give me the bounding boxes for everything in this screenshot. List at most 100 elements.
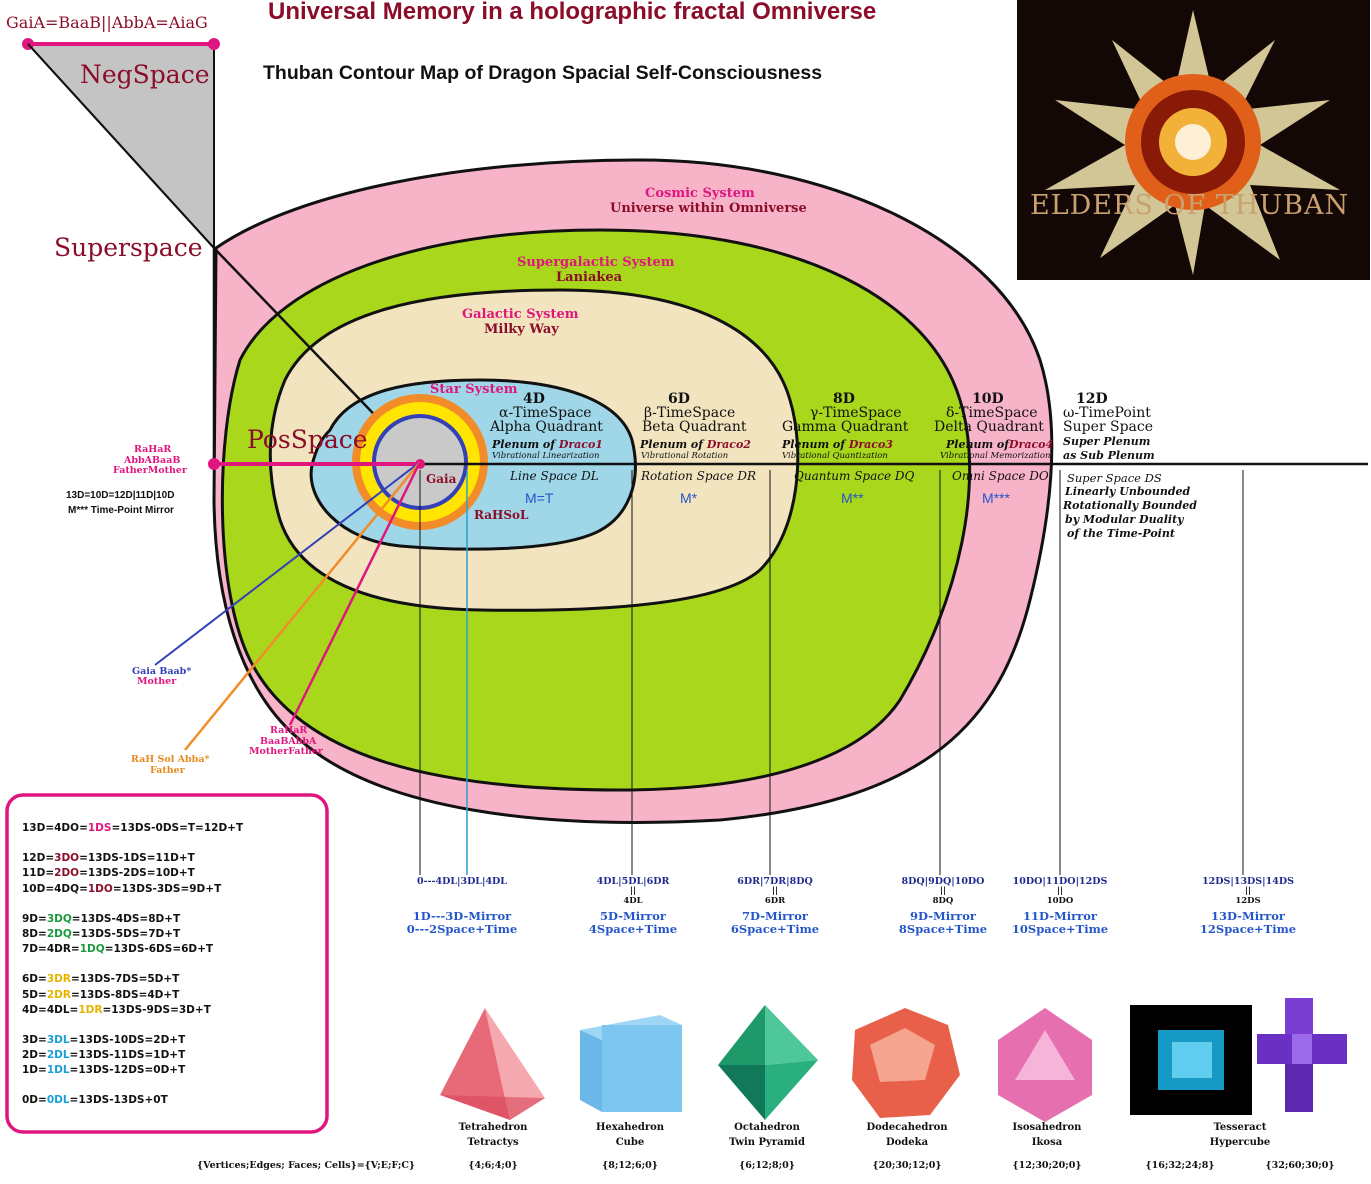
- vibrational-label: Vibrational Memorization: [940, 451, 1051, 461]
- axis-label-mirror: 1D---3D-Mirror: [412, 909, 512, 923]
- rahar2-label-3: MotherFather: [249, 746, 323, 757]
- axis-label-mid: ||: [1056, 886, 1064, 896]
- solid-alt-name: Ikosa: [1031, 1137, 1063, 1148]
- formula-row: 0D=0DL=13DS-13DS+0T: [22, 1094, 243, 1109]
- axis-label-spacetime: 6Space+Time: [730, 922, 820, 936]
- formula-token: 2DQ: [46, 927, 72, 940]
- rah-sol-father-label: Father: [150, 765, 185, 776]
- formula-rhs: =13DS-12DS=0D+T: [69, 1064, 186, 1077]
- formula-token: 1DQ: [79, 943, 105, 956]
- formula-row: 2D=2DL=13DS-11DS=1D+T: [22, 1049, 243, 1064]
- axis-label-mid: 6DR: [764, 896, 786, 906]
- axis-label-spacetime: 8Space+Time: [898, 922, 988, 936]
- axis-label-mid: 8DQ: [932, 896, 954, 906]
- formula-gap: [22, 898, 243, 913]
- twelve-dim: 12D: [1076, 391, 1108, 407]
- main-title: Universal Memory in a holographic fracta…: [268, 0, 877, 25]
- rah-sol-pointer: [184, 461, 421, 751]
- supergalactic-label: Supergalactic System: [517, 255, 675, 270]
- axis-label-mid: 10DO: [1046, 896, 1074, 906]
- axis-label-mirror: 9D-Mirror: [910, 909, 976, 923]
- formula-lhs: 9D=: [22, 912, 47, 925]
- axis-label-mirror: 11D-Mirror: [1023, 909, 1097, 923]
- axis-label-top: 0---4DL|3DL|4DL: [417, 876, 507, 887]
- axis-label-spacetime: 12Space+Time: [1199, 922, 1297, 936]
- solid-counts: {8;12;6;0}: [602, 1160, 658, 1171]
- formula-lhs: 0D=: [22, 1094, 47, 1107]
- solid-name: Tetrahedron: [458, 1122, 528, 1133]
- formula-rhs: =13DS-7DS=5D+T: [70, 973, 180, 986]
- supergalactic-sublabel: Laniakea: [556, 270, 623, 285]
- formula-token: 2DR: [46, 988, 71, 1001]
- formula-token: 3DO: [54, 852, 80, 865]
- octahedron-shape: [718, 1005, 818, 1120]
- posspace-line-dot: [208, 458, 220, 470]
- axis-label-mid: 4DL: [623, 896, 643, 906]
- vibrational-label: Vibrational Rotation: [641, 451, 729, 461]
- formula-row: 13D=4DO=1DS=13DS-0DS=T=12D+T: [22, 822, 243, 837]
- gaia-label: Gaia: [426, 472, 457, 486]
- formula-token: 2DL: [46, 1049, 70, 1062]
- formula-row: 6D=3DR=13DS-7DS=5D+T: [22, 973, 243, 988]
- twelve-name2: Super Space: [1063, 419, 1154, 435]
- formula-token: 3DQ: [46, 912, 72, 925]
- axis-label-spacetime: 10Space+Time: [1011, 922, 1109, 936]
- axis-label-spacetime: 0---2Space+Time: [406, 922, 518, 936]
- logo-text: ELDERS OF THUBAN: [1030, 190, 1350, 221]
- galactic-sublabel: Milky Way: [484, 322, 559, 337]
- axis-label-top: 4DL|5DL|6DR: [596, 876, 670, 887]
- formula-lhs: 11D=: [22, 867, 55, 880]
- logo-starburst: [1045, 10, 1340, 275]
- mirror-label-2: M*** Time-Point Mirror: [68, 505, 174, 516]
- solid-counts-2: {32;60;30;0}: [1265, 1160, 1335, 1171]
- quadrant-name2: Gamma Quadrant: [782, 419, 909, 435]
- axis-label-top: 8DQ|9DQ|10DO: [901, 876, 985, 887]
- formula-token: 3DL: [46, 1033, 70, 1046]
- quadrant-dim: 8D: [833, 391, 855, 407]
- solid-counts: {12;30;20;0}: [1012, 1160, 1082, 1171]
- quadrant-name: α-TimeSpace: [499, 405, 592, 421]
- solid-alt-name: Tetractys: [467, 1137, 519, 1148]
- formula-rhs: =13DS-3DS=9D+T: [112, 882, 222, 895]
- formula-token: 1DO: [87, 882, 113, 895]
- quadrant-dim: 4D: [523, 391, 545, 407]
- axis-label-top: 12DS|13DS|14DS: [1202, 876, 1294, 887]
- cosmic-system-label: Cosmic System: [645, 186, 755, 201]
- formula-gap: [22, 1019, 243, 1034]
- space-label: Line Space DL: [510, 469, 599, 483]
- rahsol-label: RaHSoL: [474, 508, 529, 522]
- solid-counts: {20;30;12;0}: [872, 1160, 942, 1171]
- star-system-label: Star System: [430, 382, 518, 397]
- formula-gap: [22, 837, 243, 852]
- rahar-pointer: [288, 461, 422, 726]
- space-label: Quantum Space DQ: [794, 469, 915, 483]
- formula-token: 0DL: [46, 1094, 70, 1107]
- twelve-plenum: Super Plenum: [1063, 435, 1151, 448]
- formula-rhs: =13DS-2DS=10D+T: [79, 867, 195, 880]
- formula-token: 1DR: [78, 1003, 103, 1016]
- formula-token: 3DR: [46, 973, 71, 986]
- plenum-label: Plenum of Draco2: [640, 438, 751, 451]
- vibrational-label: Vibrational Linearization: [492, 451, 600, 461]
- tesseract-image: [1130, 1005, 1252, 1115]
- formula-rhs: =13DS-0DS=T=12D+T: [111, 822, 244, 834]
- quadrant-name2: Delta Quadrant: [934, 419, 1044, 435]
- subtitle: Thuban Contour Map of Dragon Spacial Sel…: [263, 62, 823, 84]
- solid-alt-name: Cube: [615, 1137, 645, 1148]
- gaia-formula: GaiA=BaaB||AbbA=AiaG: [6, 13, 208, 32]
- formula-rhs: =13DS-4DS=8D+T: [71, 912, 181, 925]
- solid-name: Octahedron: [734, 1122, 800, 1133]
- formula-token: 2DO: [54, 867, 80, 880]
- gaia-baab-pointer: [154, 461, 421, 666]
- formula-row: 8D=2DQ=13DS-5DS=7D+T: [22, 928, 243, 943]
- solid-alt-name: Twin Pyramid: [729, 1137, 805, 1148]
- solid-counts: {6;12;8;0}: [739, 1160, 795, 1171]
- formula-lhs: 12D=: [22, 852, 55, 865]
- formula-lhs: 5D=: [22, 988, 47, 1001]
- formula-token: 1DS: [87, 822, 112, 834]
- quadrant-name2: Alpha Quadrant: [490, 419, 603, 435]
- formula-token: 1DL: [46, 1064, 70, 1077]
- quadrant-name2: Beta Quadrant: [642, 419, 747, 435]
- formula-row: 4D=4DL=1DR=13DS-9DS=3D+T: [22, 1004, 243, 1019]
- solid-name: Tesseract: [1213, 1122, 1267, 1133]
